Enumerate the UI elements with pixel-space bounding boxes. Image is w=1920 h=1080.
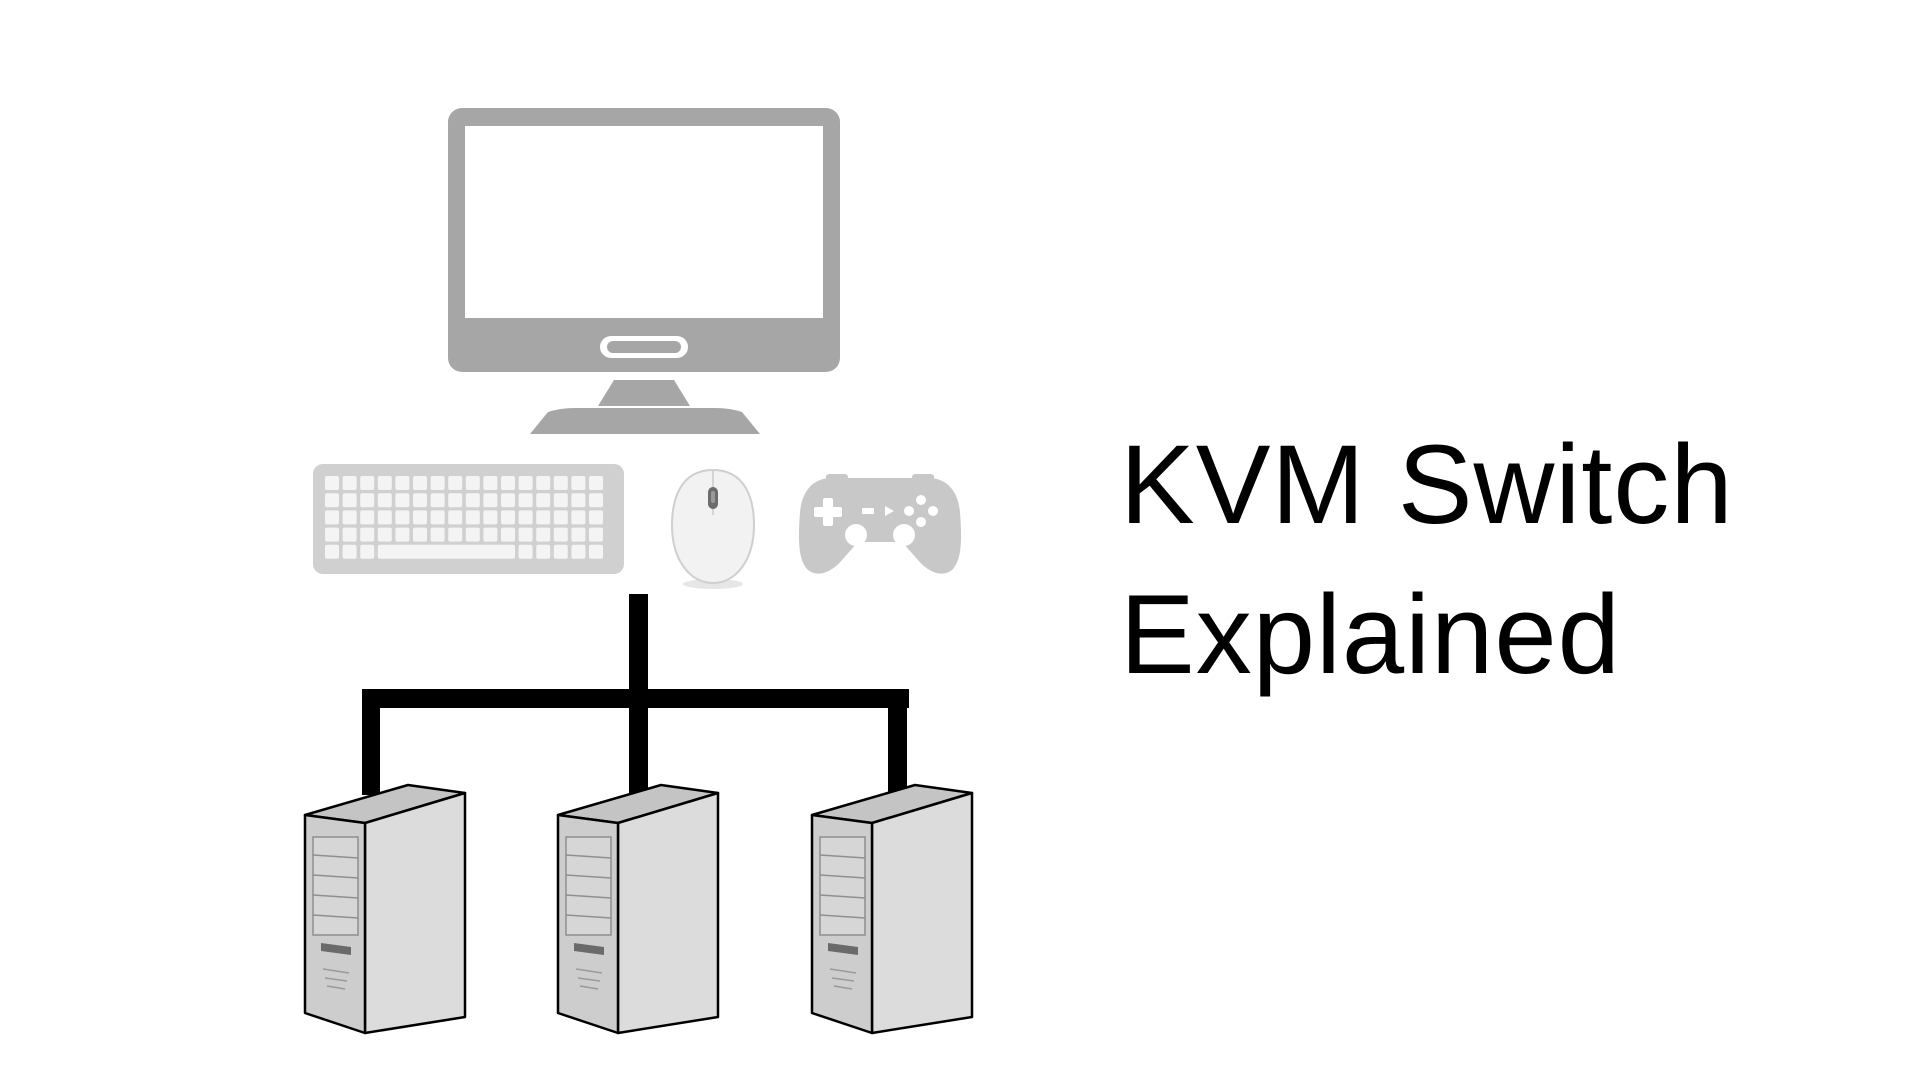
keyboard-icon: [313, 464, 624, 574]
keyboard-key: [518, 493, 533, 508]
keyboard-key: [589, 476, 603, 490]
keyboard-key: [360, 527, 375, 542]
keyboard-key: [571, 544, 586, 559]
keyboard-key: [325, 527, 339, 542]
keyboard-key: [342, 493, 357, 508]
keyboard-key: [448, 510, 463, 525]
cable-branch-left: [362, 689, 380, 795]
keyboard-key: [536, 527, 551, 542]
keyboard-key: [430, 510, 445, 525]
keyboard-key: [430, 493, 445, 508]
keyboard-key: [553, 510, 568, 525]
keyboard-key: [360, 544, 375, 559]
keyboard-key: [501, 476, 515, 490]
monitor-icon: [448, 108, 840, 434]
keyboard-key: [518, 510, 533, 525]
tower-computer-icon: [556, 783, 720, 1035]
keyboard-key: [553, 493, 568, 508]
tower-computer-icon: [303, 783, 467, 1035]
keyboard-key: [377, 493, 392, 508]
keyboard-key: [360, 476, 375, 490]
kvm-cable-tree: [362, 594, 909, 795]
keyboard-key: [395, 527, 410, 542]
keyboard-key: [501, 493, 515, 508]
keyboard-key: [413, 527, 427, 542]
cable-branch-right: [888, 689, 907, 795]
gamepad-icon: [798, 474, 962, 574]
keyboard-spacebar: [377, 544, 515, 559]
keyboard-key: [448, 476, 463, 490]
keyboard-key: [465, 510, 480, 525]
keyboard-key: [342, 476, 357, 490]
keyboard-key: [483, 493, 498, 508]
keyboard-key: [413, 510, 427, 525]
keyboard-key: [536, 476, 551, 490]
mouse-icon: [670, 468, 756, 589]
keyboard-key: [518, 527, 533, 542]
page-title: KVM Switch Explained: [1120, 410, 1734, 710]
keyboard-key: [465, 476, 480, 490]
keyboard-key: [571, 476, 586, 490]
keyboard-key: [430, 527, 445, 542]
keyboard-key: [589, 510, 603, 525]
keyboard-key: [571, 510, 586, 525]
keyboard-key: [377, 527, 392, 542]
keyboard-key: [395, 510, 410, 525]
keyboard-key: [465, 527, 480, 542]
keyboard-key: [448, 493, 463, 508]
keyboard-key: [553, 527, 568, 542]
keyboard-key: [518, 476, 533, 490]
keyboard-key: [413, 493, 427, 508]
cable-branch-center: [629, 689, 648, 795]
keyboard-key: [536, 493, 551, 508]
keyboard-key: [377, 476, 392, 490]
keyboard-key: [448, 527, 463, 542]
keyboard-key: [571, 527, 586, 542]
keyboard-key: [325, 544, 339, 559]
keyboard-key: [571, 493, 586, 508]
tower-computer-icon: [810, 783, 974, 1035]
keyboard-key: [553, 476, 568, 490]
keyboard-key: [342, 527, 357, 542]
keyboard-key: [483, 527, 498, 542]
keyboard-key: [483, 510, 498, 525]
title-line-1: KVM Switch: [1120, 422, 1734, 547]
keyboard-key: [325, 493, 339, 508]
keyboard-key: [589, 527, 603, 542]
keyboard-key: [377, 510, 392, 525]
keyboard-key: [589, 493, 603, 508]
keyboard-key: [325, 510, 339, 525]
keyboard-key: [360, 510, 375, 525]
keyboard-key: [413, 476, 427, 490]
keyboard-key: [553, 544, 568, 559]
keyboard-key: [483, 476, 498, 490]
keyboard-key: [395, 476, 410, 490]
keyboard-key: [536, 510, 551, 525]
title-line-2: Explained: [1120, 572, 1621, 697]
keyboard-key: [501, 510, 515, 525]
keyboard-key: [518, 544, 533, 559]
keyboard-key: [465, 493, 480, 508]
keyboard-key: [325, 476, 339, 490]
keyboard-key: [360, 493, 375, 508]
keyboard-key: [536, 544, 551, 559]
keyboard-key: [501, 527, 515, 542]
keyboard-key: [342, 510, 357, 525]
keyboard-key: [430, 476, 445, 490]
keyboard-key: [395, 493, 410, 508]
keyboard-key: [589, 544, 603, 559]
keyboard-key: [342, 544, 357, 559]
main-cable: [629, 594, 648, 698]
